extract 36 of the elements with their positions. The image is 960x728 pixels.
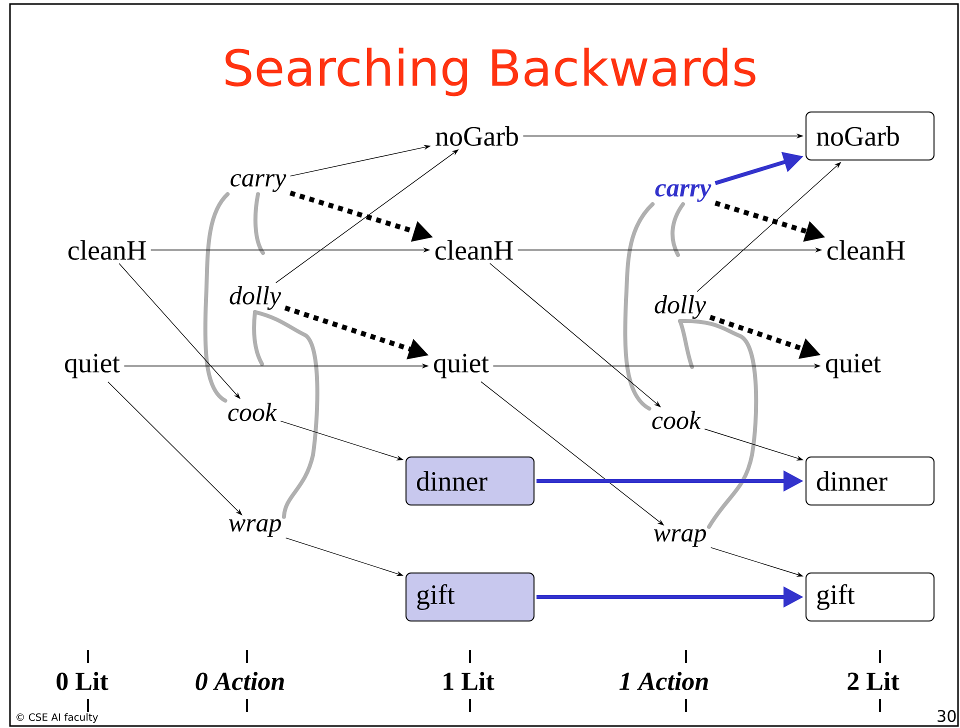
literal-box: gift <box>806 572 935 622</box>
title: Searching Backwards <box>226 48 756 96</box>
literal-box: gift <box>406 572 534 622</box>
literal-box: dinner <box>806 456 935 506</box>
literal-label: quiet <box>434 354 489 378</box>
literal-box: noGarb <box>806 112 935 160</box>
mutex-link <box>623 202 655 411</box>
action-label: cook <box>228 402 277 422</box>
literal-label: cleanH <box>435 240 513 260</box>
action-label: wrap <box>228 519 281 537</box>
mutex-link <box>252 310 264 366</box>
mutex-link <box>253 310 320 519</box>
literal-label: noGarb <box>436 126 518 146</box>
mutex-link <box>678 319 758 529</box>
literal-label: quiet <box>65 354 120 378</box>
page-number: 30 <box>938 710 956 722</box>
level-label: 1 Action <box>619 672 708 690</box>
mutex-link <box>253 192 265 255</box>
copyright-note: © CSE AI faculty <box>16 713 98 723</box>
literal-label: quiet <box>826 354 881 378</box>
action-label: dolly <box>230 286 282 310</box>
arrow <box>108 382 242 516</box>
literal-label: cleanH <box>827 240 905 260</box>
mutex-link <box>203 192 230 403</box>
level-label: 1 Lit <box>444 672 494 690</box>
literal-box: dinner <box>406 456 534 506</box>
action-label: cook <box>652 410 701 430</box>
action-label: dolly <box>654 295 706 319</box>
level-label: 2 Lit <box>848 672 900 690</box>
level-label: 0 Lit <box>56 672 108 690</box>
action-label: carry <box>230 174 286 192</box>
literal-label: cleanH <box>68 240 146 260</box>
action-label: wrap <box>654 529 706 547</box>
mutex-link <box>670 202 685 257</box>
level-label: 0 Action <box>196 672 284 690</box>
action-label: carry <box>655 184 712 202</box>
